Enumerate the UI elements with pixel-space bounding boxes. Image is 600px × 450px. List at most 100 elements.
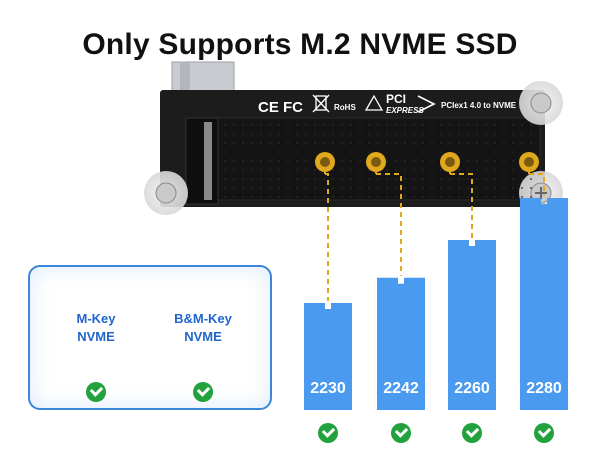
- texture-dot: [521, 178, 523, 180]
- check-icon: [462, 423, 482, 443]
- texture-dot: [494, 133, 496, 135]
- texture-dot: [332, 133, 334, 135]
- texture-dot: [440, 124, 442, 126]
- texture-dot: [404, 160, 406, 162]
- texture-dot: [521, 187, 523, 189]
- texture-dot: [251, 151, 253, 153]
- texture-dot: [305, 124, 307, 126]
- texture-dot: [440, 142, 442, 144]
- texture-dot: [224, 160, 226, 162]
- mount-guide-lines: [324, 172, 545, 301]
- texture-dot: [413, 187, 415, 189]
- texture-dot: [314, 133, 316, 135]
- texture-dot: [350, 169, 352, 171]
- texture-dot: [395, 187, 397, 189]
- texture-dot: [233, 196, 235, 198]
- texture-dot: [305, 178, 307, 180]
- texture-dot: [305, 133, 307, 135]
- texture-dot: [521, 124, 523, 126]
- texture-dot: [287, 151, 289, 153]
- texture-dot: [278, 160, 280, 162]
- texture-dot: [377, 196, 379, 198]
- texture-dot: [341, 133, 343, 135]
- texture-dot: [467, 151, 469, 153]
- texture-dot: [530, 133, 532, 135]
- texture-dot: [350, 160, 352, 162]
- texture-dot: [323, 133, 325, 135]
- texture-dot: [386, 196, 388, 198]
- bracket-tab-shadow: [180, 62, 190, 94]
- screw-bottom-right-cross: [535, 187, 547, 199]
- texture-dot: [260, 142, 262, 144]
- texture-dot: [413, 142, 415, 144]
- texture-dot: [341, 196, 343, 198]
- express-mark: EXPRESS: [386, 106, 424, 115]
- texture-dot: [485, 160, 487, 162]
- texture-dot: [224, 187, 226, 189]
- ssd-size-label-2242: 2242: [383, 380, 419, 397]
- texture-dot: [296, 124, 298, 126]
- texture-dot: [449, 124, 451, 126]
- texture-dot: [386, 160, 388, 162]
- texture-dot: [287, 169, 289, 171]
- m2-connector-pins: [204, 122, 212, 200]
- texture-dot: [224, 178, 226, 180]
- texture-dot: [251, 142, 253, 144]
- texture-dot: [359, 133, 361, 135]
- texture-dot: [440, 133, 442, 135]
- ssd-size-label-2280: 2280: [526, 380, 562, 397]
- texture-dot: [269, 124, 271, 126]
- texture-dot: [422, 187, 424, 189]
- texture-dot: [278, 187, 280, 189]
- texture-dot: [458, 142, 460, 144]
- texture-dot: [359, 178, 361, 180]
- texture-dot: [260, 133, 262, 135]
- screw-top-right-icon: [530, 92, 552, 114]
- texture-dot: [260, 160, 262, 162]
- texture-dot: [260, 178, 262, 180]
- texture-dot: [332, 196, 334, 198]
- texture-dot: [242, 124, 244, 126]
- texture-dot: [332, 124, 334, 126]
- texture-dot: [314, 178, 316, 180]
- texture-dot: [422, 160, 424, 162]
- m2-connector: [185, 117, 219, 205]
- texture-dot: [431, 178, 433, 180]
- check-icon: [86, 382, 106, 402]
- standoff-hole-2242: [371, 157, 381, 167]
- weee-cross: [312, 94, 330, 113]
- texture-dot: [377, 178, 379, 180]
- texture-dot: [413, 178, 415, 180]
- texture-dot: [368, 187, 370, 189]
- texture-dot: [458, 151, 460, 153]
- texture-dot: [233, 142, 235, 144]
- texture-dot: [503, 169, 505, 171]
- texture-dot: [368, 151, 370, 153]
- texture-dot: [260, 169, 262, 171]
- texture-dot: [521, 196, 523, 198]
- texture-dot: [233, 187, 235, 189]
- texture-dot: [278, 142, 280, 144]
- texture-dot: [296, 169, 298, 171]
- texture-dot: [341, 151, 343, 153]
- texture-dot: [431, 133, 433, 135]
- texture-dot: [278, 124, 280, 126]
- texture-dot: [359, 142, 361, 144]
- texture-dot: [494, 196, 496, 198]
- texture-dot: [350, 124, 352, 126]
- check-icon: [391, 423, 411, 443]
- texture-dot: [530, 187, 532, 189]
- texture-dot: [341, 187, 343, 189]
- texture-dot: [269, 169, 271, 171]
- texture-dot: [242, 151, 244, 153]
- texture-dot: [431, 151, 433, 153]
- texture-dot: [332, 142, 334, 144]
- texture-dot: [458, 187, 460, 189]
- texture-dot: [404, 178, 406, 180]
- texture-dot: [467, 169, 469, 171]
- texture-dot: [314, 151, 316, 153]
- texture-dot: [296, 160, 298, 162]
- texture-dot: [377, 142, 379, 144]
- texture-dot: [296, 151, 298, 153]
- texture-dot: [269, 133, 271, 135]
